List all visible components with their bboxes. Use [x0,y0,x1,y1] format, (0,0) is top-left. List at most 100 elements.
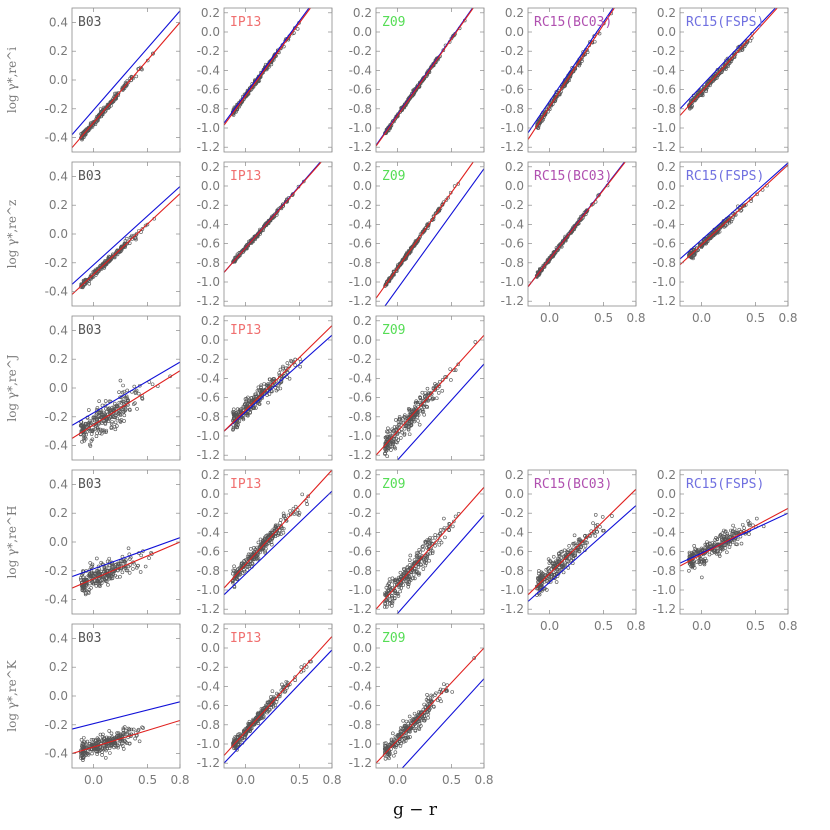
fit-line-blue [224,334,332,432]
data-point [96,577,101,581]
data-point [82,588,87,592]
data-point [109,576,114,581]
data-point [699,243,704,247]
data-point [413,576,417,581]
data-point [96,410,101,415]
data-point [132,384,137,389]
y-tick-label: 0.0 [353,25,372,39]
data-point [121,383,125,388]
data-point [110,254,115,259]
fit-line-red [72,22,180,149]
data-point [252,406,256,410]
data-point [420,231,424,236]
x-tick-label: 0.0 [692,311,711,325]
data-point [81,758,85,762]
data-point [109,421,114,426]
y-tick-label: 0.0 [657,25,676,39]
data-point [383,282,388,287]
data-point [688,254,692,258]
data-point [260,392,265,396]
fit-line-red [528,162,626,288]
data-point [399,586,404,590]
y-tick-label: -0.6 [197,237,220,251]
data-point [89,565,93,569]
data-point [80,741,85,746]
data-point [447,521,451,526]
y-tick-label: -1.2 [197,448,220,462]
data-point [82,426,86,430]
data-point [410,245,415,249]
data-point [546,573,550,578]
data-point [261,224,266,229]
y-tick-label: -0.8 [501,564,524,578]
data-point [140,396,144,400]
data-point [704,89,709,93]
data-point [304,499,309,503]
data-point [246,560,250,565]
scatter-points [230,357,303,432]
data-point [88,581,92,586]
data-point [110,420,114,424]
data-point [456,362,461,367]
y-tick-label: 0.2 [353,160,372,174]
data-point [107,556,112,561]
data-point [250,398,255,403]
data-point [114,735,118,740]
data-point [261,540,266,545]
data-point [384,585,389,590]
data-point [123,239,128,243]
y-tick-label: -0.4 [45,285,68,299]
y-tick-label: -0.4 [197,371,220,385]
data-point [121,747,126,751]
data-point [393,583,397,587]
data-point [385,454,390,459]
data-point [249,399,254,404]
data-point [112,406,116,411]
y-tick-label: -0.4 [45,593,68,607]
data-point [402,431,407,436]
data-point [583,533,587,538]
data-point [100,738,105,742]
panel-frame [375,469,485,615]
y-tick-label: -1.0 [501,121,524,135]
data-point [420,390,425,395]
data-point [571,556,576,561]
data-point [384,604,389,609]
data-point [561,570,566,575]
data-point [552,251,556,255]
data-point [97,422,101,426]
y-tick-label: -1.2 [349,448,372,462]
data-point [88,125,92,129]
data-point [551,554,556,559]
data-point [422,228,427,233]
data-point [422,558,426,563]
data-point [392,425,397,429]
y-tick-label: 0.0 [201,179,220,193]
data-point [695,560,699,564]
data-point [110,735,114,739]
fit-line-blue [528,505,636,602]
panel-frame [375,315,485,461]
y-tick-label: -0.4 [501,525,524,539]
data-point [417,422,422,427]
y-tick-label: -0.8 [197,102,220,116]
data-point [89,737,94,742]
data-point [104,428,109,433]
y-tick-label: 0.2 [353,468,372,482]
data-point [754,516,759,521]
data-point [419,563,423,567]
y-tick-label: -0.2 [45,256,68,270]
panel-frame [527,7,637,153]
data-point [102,266,107,270]
data-point [244,405,248,410]
data-point [401,571,406,576]
data-point [775,4,778,7]
y-tick-label: -0.4 [349,525,372,539]
data-point [393,431,397,436]
data-point [739,541,744,546]
data-point [104,576,109,581]
y-tick-label: -0.4 [197,217,220,231]
